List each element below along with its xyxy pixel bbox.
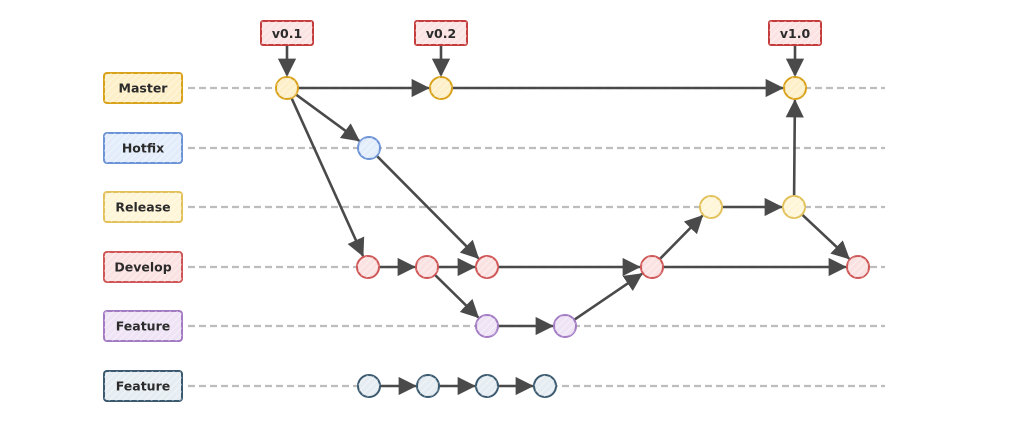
commit-node-r1 (699, 195, 723, 219)
commit-nodes (275, 76, 870, 398)
edge-d2-f1 (434, 274, 480, 319)
branch-label-text: Release (115, 200, 170, 215)
version-tag-text: v0.2 (426, 26, 456, 41)
commit-node-d3 (475, 255, 499, 279)
commit-node-d4 (640, 255, 664, 279)
commit-node-d1 (356, 255, 380, 279)
branch-label-text: Feature (116, 319, 170, 334)
version-tag-text: v0.1 (272, 26, 302, 41)
commit-node-h1 (357, 136, 381, 160)
commit-node-m3 (783, 76, 807, 100)
commit-node-g1 (357, 374, 381, 398)
commit-node-f2 (553, 314, 577, 338)
commit-node-g4 (533, 374, 557, 398)
branch-label-text: Feature (116, 379, 170, 394)
commit-node-m2 (429, 76, 453, 100)
commit-node-f1 (475, 314, 499, 338)
commit-node-g3 (475, 374, 499, 398)
edge-r2-d5 (801, 213, 850, 260)
commit-node-d2 (415, 255, 439, 279)
commit-node-d5 (846, 255, 870, 279)
edge-m1-d1 (290, 97, 365, 257)
version-tags: v0.1 v0.2 v1.0 (260, 20, 822, 77)
branch-label-hotfix: Hotfix (103, 132, 183, 164)
edge-m1-h1 (295, 93, 360, 142)
version-tag-2: v1.0 (768, 20, 822, 77)
branch-label-text: Develop (114, 260, 171, 275)
branch-label-master: Master (103, 72, 183, 104)
lane-lines (188, 86, 885, 388)
version-tag-text: v1.0 (780, 26, 811, 41)
branch-label-text: Hotfix (122, 141, 164, 156)
branch-label-feature2: Feature (103, 370, 183, 402)
version-tag-0: v0.1 (260, 20, 314, 77)
branch-label-text: Master (119, 81, 169, 96)
branch-label-release: Release (103, 191, 183, 223)
edge-f2-d4 (573, 272, 643, 321)
version-tag-1: v0.2 (414, 20, 468, 77)
commit-node-r2 (782, 195, 806, 219)
branch-label-develop: Develop (103, 251, 183, 283)
branch-label-feature: Feature (103, 310, 183, 342)
commit-node-g2 (416, 374, 440, 398)
edge-r2-m3 (785, 99, 804, 197)
commit-node-m1 (275, 76, 299, 100)
commit-edges (290, 78, 850, 396)
edge-h1-d3 (376, 155, 480, 260)
edge-d4-r1 (659, 214, 704, 260)
